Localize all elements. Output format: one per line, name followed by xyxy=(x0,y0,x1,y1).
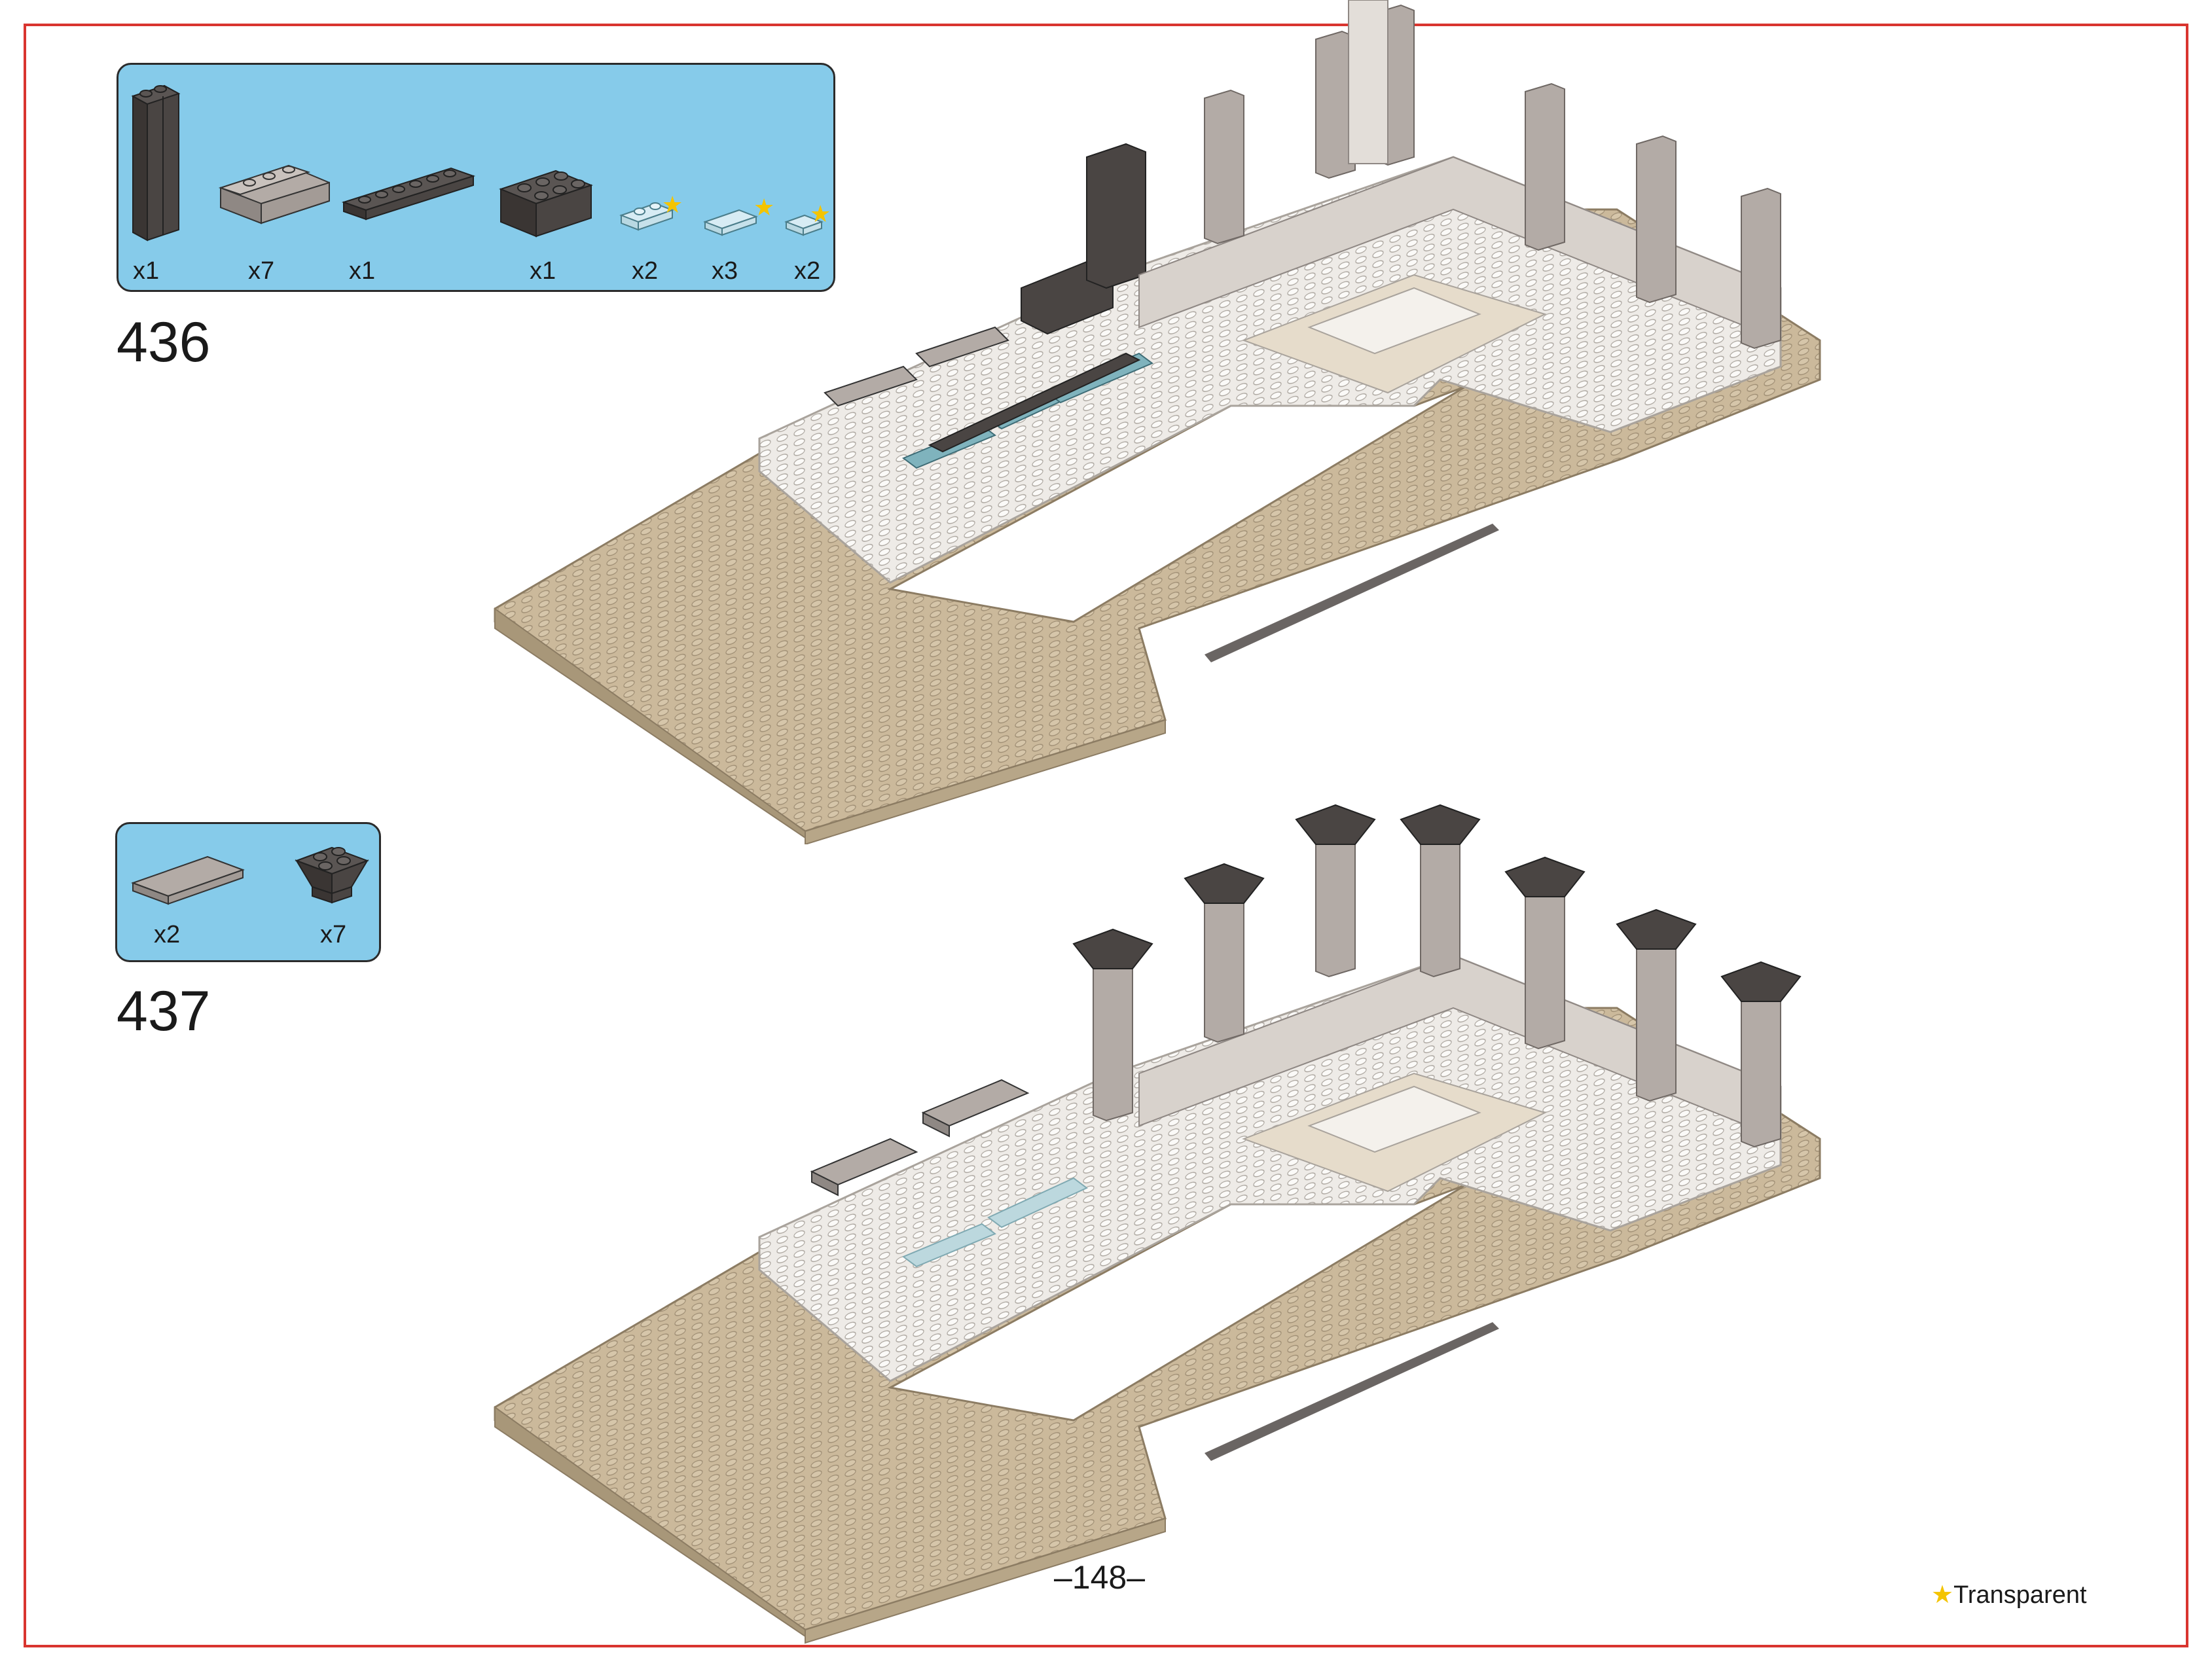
part-qty: x2 xyxy=(154,921,181,948)
part-qty: x3 xyxy=(712,257,738,285)
parts-callout-step-436: x1 x7 x1 x1 xyxy=(117,63,835,292)
part-qty: x1 xyxy=(530,257,556,285)
trans-tile-1x2-icon xyxy=(703,209,758,236)
step-number-437: 437 xyxy=(117,980,211,1043)
light-gray-tile-2x4-icon xyxy=(131,855,245,905)
trans-plate-1x2-icon xyxy=(619,202,674,231)
parts-callout-step-437: x2 x7 xyxy=(115,822,381,962)
transparent-star-icon: ★ xyxy=(753,194,775,221)
dark-gray-inverted-slope-2x2-icon xyxy=(295,846,369,904)
model-illustration-step-436 xyxy=(494,0,1821,844)
part-qty: x1 xyxy=(133,257,160,285)
part-qty: x7 xyxy=(248,257,275,285)
model-illustration-step-437 xyxy=(494,804,1821,1644)
part-qty: x7 xyxy=(320,921,347,948)
star-icon: ★ xyxy=(1931,1581,1954,1609)
part-qty: x2 xyxy=(794,257,821,285)
transparent-star-icon: ★ xyxy=(662,191,683,218)
part-qty: x1 xyxy=(349,257,376,285)
light-gray-slope-2x3-icon xyxy=(218,164,330,225)
step-number-436: 436 xyxy=(117,311,211,374)
dark-gray-plate-1x6-icon xyxy=(341,167,476,221)
raised-floor xyxy=(758,156,1782,584)
dark-gray-brick-2x3-icon xyxy=(499,170,593,238)
dark-gray-brick-1x2x5-icon xyxy=(131,84,181,242)
transparent-legend: ★Transparent xyxy=(1931,1583,2087,1608)
raised-floor xyxy=(758,954,1782,1382)
transparent-star-icon: ★ xyxy=(810,200,831,227)
page-number: –148– xyxy=(1054,1559,1146,1596)
trans-tile-1x1-icon xyxy=(784,214,824,236)
page-border xyxy=(24,24,2188,1647)
part-qty: x2 xyxy=(632,257,659,285)
legend-label: Transparent xyxy=(1953,1581,2087,1609)
